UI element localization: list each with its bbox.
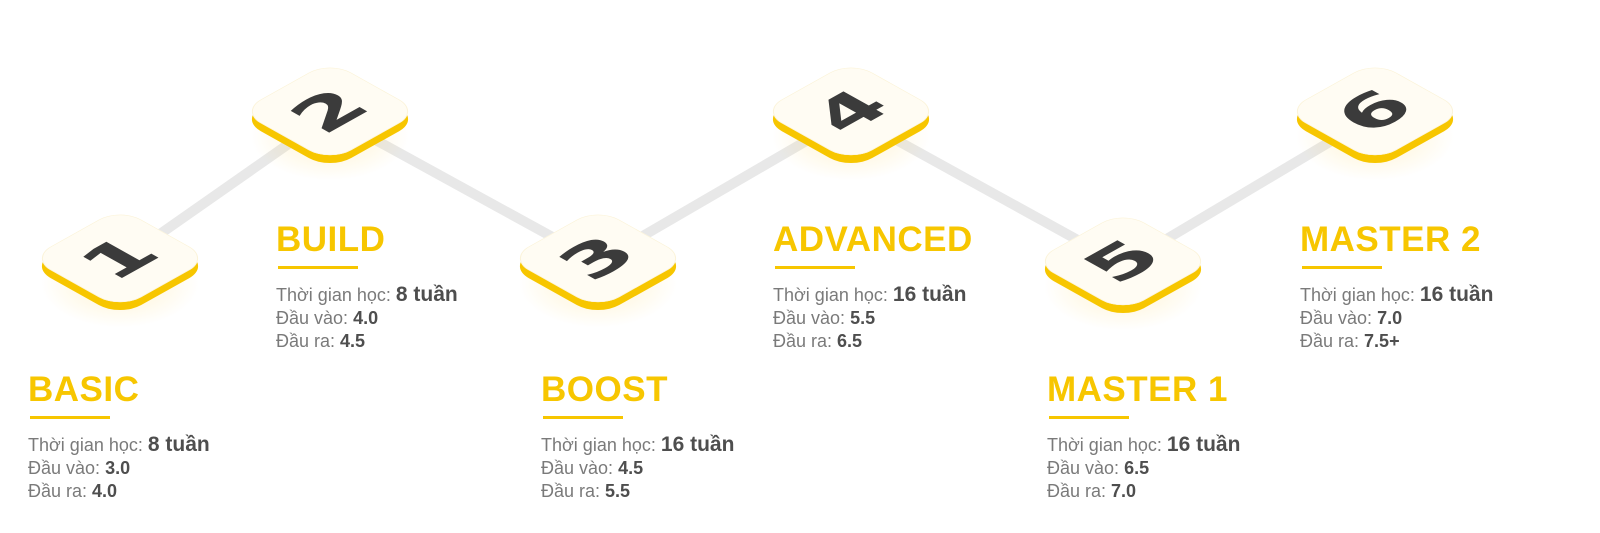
- duration-label: Thời gian học:: [28, 435, 143, 455]
- duration-label: Thời gian học:: [773, 285, 888, 305]
- step-number: 4: [794, 79, 908, 144]
- input-row: Đầu vào: 7.0: [1300, 307, 1493, 330]
- title-underline: [775, 266, 855, 269]
- output-label: Đầu ra:: [773, 331, 833, 351]
- stage-info-2: BUILD Thời gian học: 8 tuần Đầu vào: 4.0…: [276, 220, 458, 353]
- stage-info-4: ADVANCED Thời gian học: 16 tuần Đầu vào:…: [773, 220, 973, 353]
- step-tile-1: 1: [29, 207, 211, 328]
- duration-label: Thời gian học:: [541, 435, 656, 455]
- input-row: Đầu vào: 5.5: [773, 307, 973, 330]
- duration-value: 16 tuần: [1166, 433, 1241, 456]
- output-label: Đầu ra:: [1047, 481, 1107, 501]
- duration-value: 8 tuần: [395, 283, 458, 306]
- stage-title: BUILD: [276, 220, 386, 259]
- stage-info-6: MASTER 2 Thời gian học: 16 tuần Đầu vào:…: [1300, 220, 1493, 353]
- step-number: 2: [273, 79, 387, 144]
- input-label: Đầu vào:: [28, 458, 101, 478]
- input-label: Đầu vào:: [1047, 458, 1120, 478]
- input-row: Đầu vào: 6.5: [1047, 457, 1240, 480]
- output-value: 7.5+: [1364, 331, 1400, 351]
- duration-value: 16 tuần: [660, 433, 735, 456]
- output-label: Đầu ra:: [276, 331, 336, 351]
- input-value: 3.0: [105, 458, 131, 478]
- input-value: 7.0: [1377, 308, 1403, 328]
- duration-label: Thời gian học:: [1300, 285, 1415, 305]
- stage-title: MASTER 1: [1047, 370, 1228, 409]
- output-row: Đầu ra: 4.5: [276, 330, 458, 353]
- duration-row: Thời gian học: 16 tuần: [1047, 433, 1240, 457]
- stage-title: MASTER 2: [1300, 220, 1481, 259]
- input-value: 5.5: [850, 308, 876, 328]
- step-number: 1: [63, 226, 177, 291]
- output-label: Đầu ra:: [1300, 331, 1360, 351]
- title-underline: [30, 416, 110, 419]
- input-label: Đầu vào:: [541, 458, 614, 478]
- step-tile-6: 6: [1284, 60, 1466, 181]
- input-value: 6.5: [1124, 458, 1150, 478]
- title-underline: [1049, 416, 1129, 419]
- output-row: Đầu ra: 6.5: [773, 330, 973, 353]
- output-row: Đầu ra: 4.0: [28, 480, 210, 503]
- step-tile-3: 3: [507, 207, 689, 328]
- step-number: 3: [541, 226, 655, 291]
- output-row: Đầu ra: 7.0: [1047, 480, 1240, 503]
- title-underline: [543, 416, 623, 419]
- output-row: Đầu ra: 5.5: [541, 480, 734, 503]
- duration-value: 16 tuần: [892, 283, 967, 306]
- output-value: 4.5: [340, 331, 366, 351]
- duration-label: Thời gian học:: [276, 285, 391, 305]
- stage-info-3: BOOST Thời gian học: 16 tuần Đầu vào: 4.…: [541, 370, 734, 503]
- output-label: Đầu ra:: [28, 481, 88, 501]
- input-value: 4.5: [618, 458, 644, 478]
- output-label: Đầu ra:: [541, 481, 601, 501]
- step-tile-4: 4: [760, 60, 942, 181]
- stage-title: ADVANCED: [773, 220, 973, 259]
- input-label: Đầu vào:: [1300, 308, 1373, 328]
- output-value: 6.5: [837, 331, 863, 351]
- duration-row: Thời gian học: 16 tuần: [773, 283, 973, 307]
- stage-title: BOOST: [541, 370, 668, 409]
- title-underline: [278, 266, 358, 269]
- stage-title: BASIC: [28, 370, 140, 409]
- duration-row: Thời gian học: 16 tuần: [1300, 283, 1493, 307]
- output-value: 5.5: [605, 481, 631, 501]
- input-row: Đầu vào: 4.0: [276, 307, 458, 330]
- output-row: Đầu ra: 7.5+: [1300, 330, 1493, 353]
- title-underline: [1302, 266, 1382, 269]
- input-value: 4.0: [353, 308, 379, 328]
- duration-row: Thời gian học: 8 tuần: [28, 433, 210, 457]
- output-value: 4.0: [92, 481, 118, 501]
- input-row: Đầu vào: 3.0: [28, 457, 210, 480]
- duration-row: Thời gian học: 8 tuần: [276, 283, 458, 307]
- step-number: 5: [1066, 229, 1180, 294]
- stage-info-5: MASTER 1 Thời gian học: 16 tuần Đầu vào:…: [1047, 370, 1240, 503]
- step-tile-2: 2: [239, 60, 421, 181]
- step-tile-5: 5: [1032, 210, 1214, 331]
- input-row: Đầu vào: 4.5: [541, 457, 734, 480]
- duration-label: Thời gian học:: [1047, 435, 1162, 455]
- stage-info-1: BASIC Thời gian học: 8 tuần Đầu vào: 3.0…: [28, 370, 210, 503]
- output-value: 7.0: [1111, 481, 1137, 501]
- duration-value: 8 tuần: [147, 433, 210, 456]
- input-label: Đầu vào:: [276, 308, 349, 328]
- duration-value: 16 tuần: [1419, 283, 1494, 306]
- input-label: Đầu vào:: [773, 308, 846, 328]
- duration-row: Thời gian học: 16 tuần: [541, 433, 734, 457]
- step-number: 6: [1318, 79, 1432, 144]
